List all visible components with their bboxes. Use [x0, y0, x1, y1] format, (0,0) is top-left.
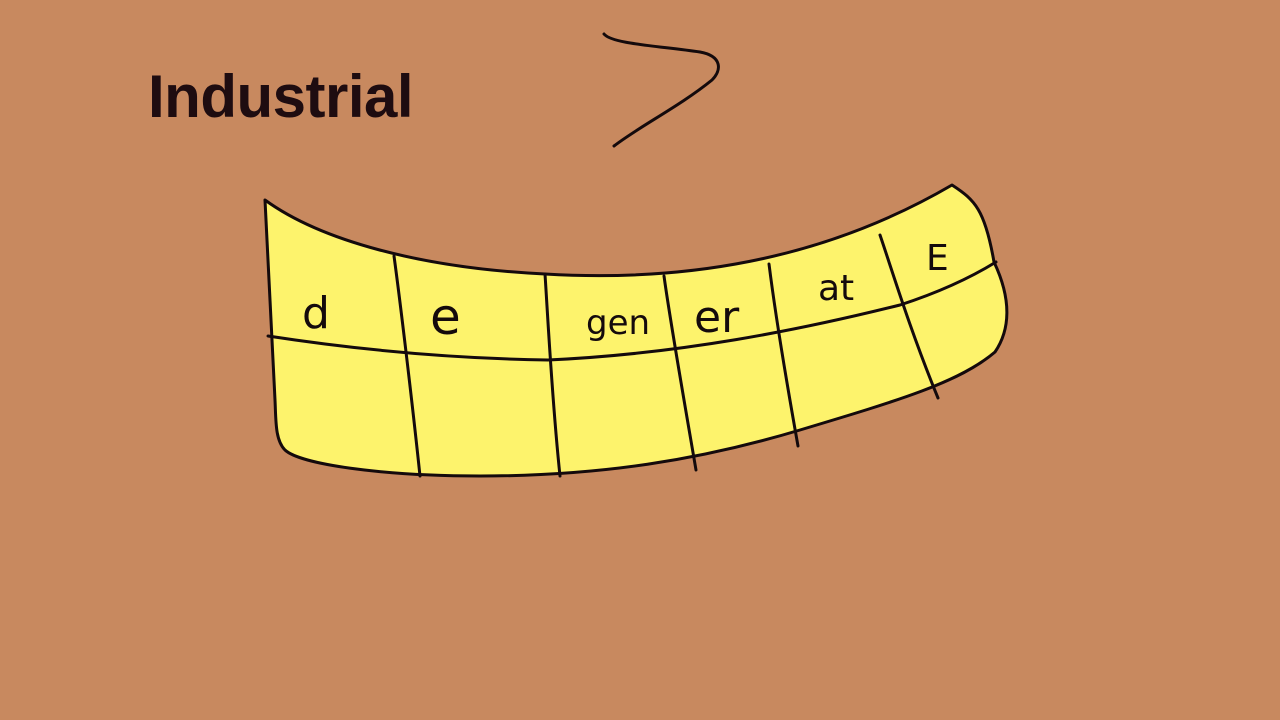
scribble-stroke-icon [602, 32, 720, 148]
strip-col-divider-3 [662, 274, 698, 472]
strip-row-divider [266, 260, 998, 362]
heading-industrial: Industrial [148, 63, 414, 130]
cell-label-E: E [926, 238, 949, 279]
cell-label-d: d [302, 288, 330, 339]
cell-label-er: er [694, 292, 740, 343]
cell-label-e: e [430, 288, 461, 346]
cell-label-at: at [818, 268, 854, 309]
strip-col-divider-4 [767, 262, 800, 448]
strip-col-divider-2 [543, 272, 562, 478]
cell-label-gen: gen [586, 303, 650, 343]
strip-col-divider-1 [392, 254, 422, 478]
strip-col-divider-5 [878, 233, 940, 400]
